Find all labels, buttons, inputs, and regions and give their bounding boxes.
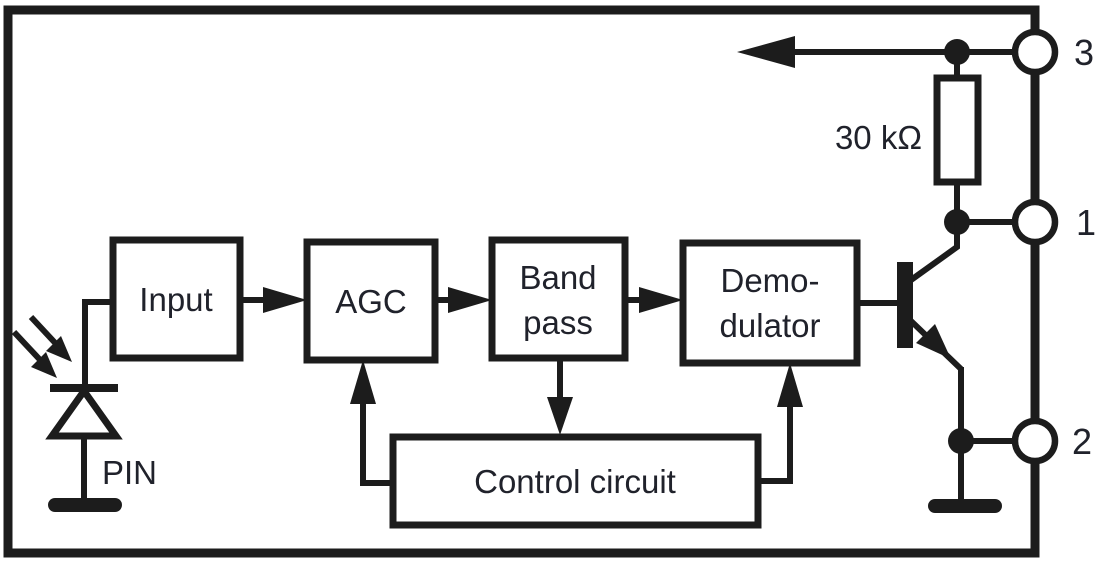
signal-flow-arrows — [240, 287, 683, 313]
pin3-label: 3 — [1074, 32, 1094, 73]
up-arrowhead-icon — [350, 360, 376, 404]
pin3-terminal — [1011, 28, 1059, 76]
agc-block-label: AGC — [335, 283, 407, 320]
ground-bar-icon — [928, 499, 1002, 513]
light-ray-arrowhead-icon — [46, 336, 72, 362]
input-block-label: Input — [139, 281, 212, 318]
band-pass-label-line1: Band — [519, 259, 596, 296]
pin1-label: 1 — [1076, 202, 1096, 243]
pin-photodiode — [11, 299, 123, 512]
band-pass-label-line2: pass — [523, 304, 593, 341]
diode-triangle-icon — [45, 384, 123, 440]
control-demod-wire — [758, 405, 793, 484]
light-ray-wire — [28, 314, 61, 349]
demodulator-label-line1: Demo- — [720, 262, 819, 299]
pin2-label: 2 — [1072, 421, 1092, 462]
resistor-branch — [933, 39, 1015, 235]
emitter-arrowhead-icon — [916, 324, 951, 359]
control-agc-wire — [360, 403, 393, 486]
resistor-body — [933, 74, 982, 186]
photodiode-wire — [82, 299, 113, 386]
band-pass-block — [488, 236, 629, 362]
photodiode-label: PIN — [102, 454, 157, 491]
pin2-terminal — [1011, 417, 1059, 465]
light-ray-arrowhead-icon — [31, 352, 57, 378]
output-transistor — [857, 231, 1015, 513]
demodulator-block — [679, 239, 861, 367]
transistor-base-bar — [897, 262, 913, 348]
flow-arrowhead-icon — [263, 287, 307, 313]
ground-bar-icon — [48, 498, 122, 512]
junction-dot-top — [944, 39, 970, 65]
resistor-value-label: 30 kΩ — [835, 119, 922, 156]
light-ray-wire — [11, 329, 46, 366]
light-rays-icon — [11, 314, 72, 378]
supply-rail — [737, 36, 1015, 68]
flow-arrowhead-icon — [639, 287, 683, 313]
demodulator-label-line2: dulator — [720, 307, 821, 344]
input-block — [109, 236, 244, 362]
function-blocks: Input AGC Band pass Demo- dulator Contro… — [109, 236, 861, 529]
agc-block — [303, 238, 439, 364]
up-arrowhead-icon — [777, 363, 803, 407]
pin1-terminal — [1011, 198, 1059, 246]
module-outline — [3, 5, 1040, 558]
control-circuit-label: Control circuit — [474, 463, 676, 500]
control-circuit-block — [389, 433, 762, 529]
left-arrowhead-icon — [737, 36, 795, 68]
pin-terminals: 3 1 2 — [1011, 28, 1096, 465]
down-arrowhead-icon — [547, 397, 573, 435]
flow-arrowhead-icon — [448, 287, 492, 313]
collector-wire — [909, 231, 960, 283]
control-wiring — [350, 358, 803, 486]
